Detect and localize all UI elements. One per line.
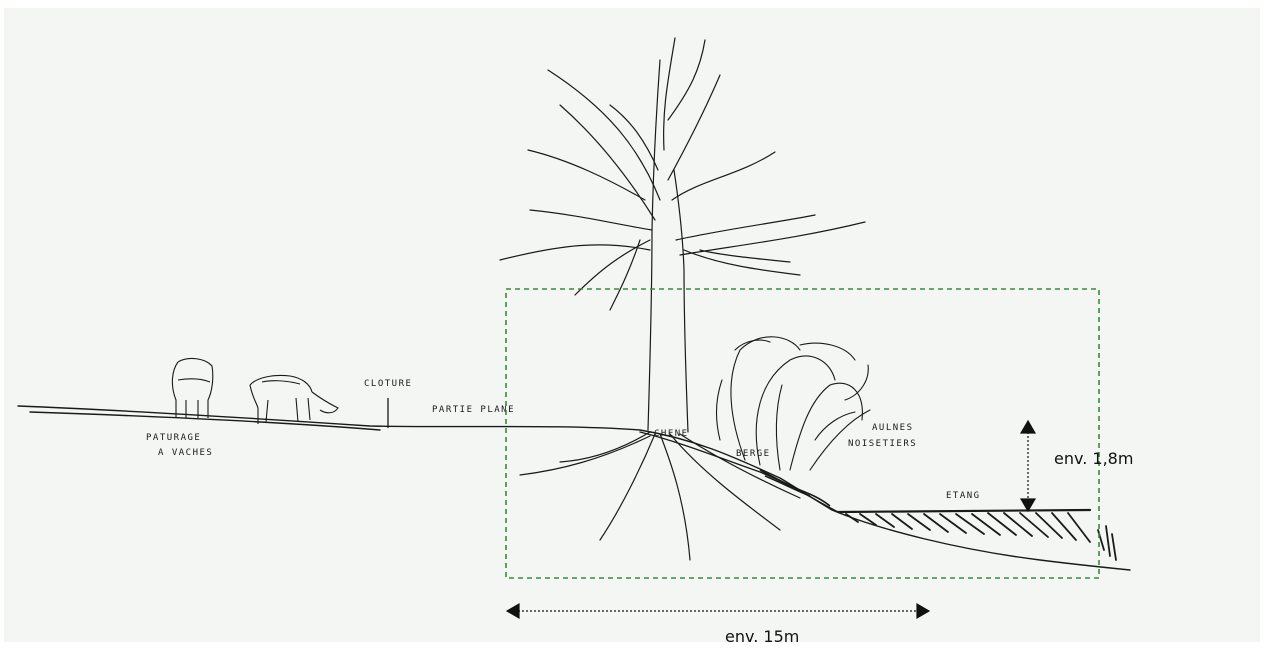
label-berge: BERGE [736,449,771,459]
label-chene: CHENE [654,429,689,439]
label-paturage-line2: A VACHES [158,448,213,458]
label-etang: ETANG [946,491,981,501]
label-aulnes-line1: AULNES [872,423,914,433]
label-aulnes-line2: NOISETIERS [848,439,917,449]
label-paturage-line1: PATURAGE [146,433,201,443]
label-partie-plane: PARTIE PLANE [432,405,515,415]
label-cloture: CLOTURE [364,379,412,389]
height-dimension-label: env. 1,8m [1054,449,1133,468]
paper-background [4,8,1260,642]
width-dimension-label: env. 15m [725,627,799,646]
